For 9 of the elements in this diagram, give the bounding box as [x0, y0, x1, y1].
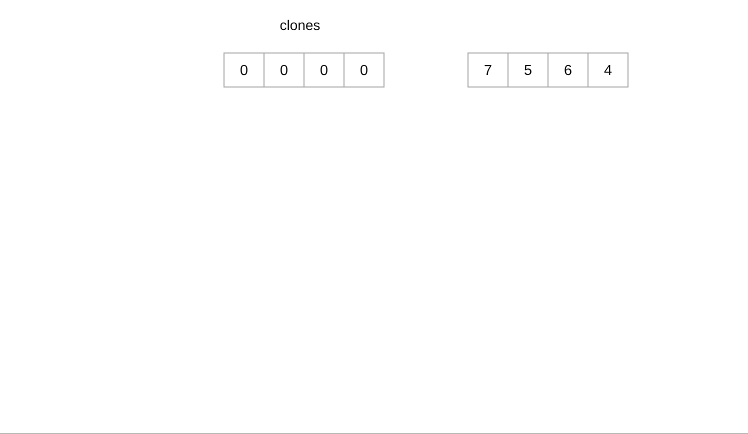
array-cell: 0 — [344, 52, 384, 88]
array-cell: 0 — [224, 52, 264, 88]
array-cell: 0 — [264, 52, 304, 88]
array-cell: 5 — [508, 52, 548, 88]
array-cell: 6 — [548, 52, 588, 88]
array-cell: 7 — [468, 52, 508, 88]
array-cell: 4 — [588, 52, 628, 88]
array-cell: 0 — [304, 52, 344, 88]
array-title: clones — [280, 20, 320, 30]
